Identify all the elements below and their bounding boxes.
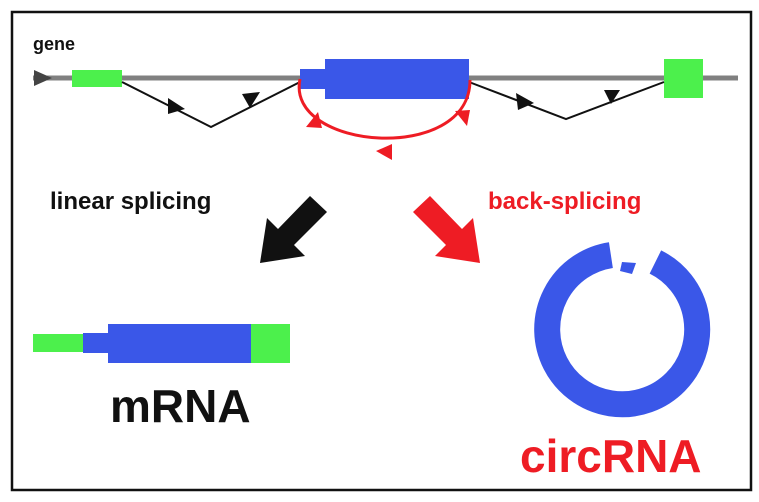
circrna-ring <box>534 242 711 418</box>
junction-arrow-icon <box>242 92 260 108</box>
mrna-exon-green-right <box>251 324 290 363</box>
circrna-label: circRNA <box>520 430 702 482</box>
junction-arrow-icon <box>516 93 534 110</box>
circrna-tail <box>620 262 636 274</box>
splice-junction-right <box>468 81 665 121</box>
back-splice-arrow-icon <box>455 110 470 126</box>
junction-arrow-icon <box>604 90 620 104</box>
back-splice-arrow-icon <box>306 112 322 128</box>
back-splicing-label: back-splicing <box>488 188 641 215</box>
mrna-label: mRNA <box>110 380 251 432</box>
frame-border <box>10 10 753 492</box>
gene-exon-blue-thin <box>300 69 330 89</box>
mrna-exon-blue-thin <box>83 333 113 353</box>
back-splice-arc <box>297 78 472 140</box>
promoter-arrow-icon <box>34 70 52 86</box>
mrna-exon-green-left <box>33 334 85 352</box>
linear-arrow-icon <box>260 196 327 263</box>
gene-exon-blue <box>325 59 469 99</box>
linear-splicing-label: linear splicing <box>50 188 211 215</box>
mrna-exon-blue <box>108 324 253 363</box>
gene-exon-green-right <box>664 59 703 98</box>
back-arrow-icon <box>413 196 480 263</box>
gene-label: gene <box>33 34 75 54</box>
gene-exon-green-left <box>72 70 122 87</box>
junction-arrow-icon <box>168 98 185 114</box>
splice-junction-left <box>121 81 301 129</box>
back-splice-arrow-icon <box>376 144 392 160</box>
